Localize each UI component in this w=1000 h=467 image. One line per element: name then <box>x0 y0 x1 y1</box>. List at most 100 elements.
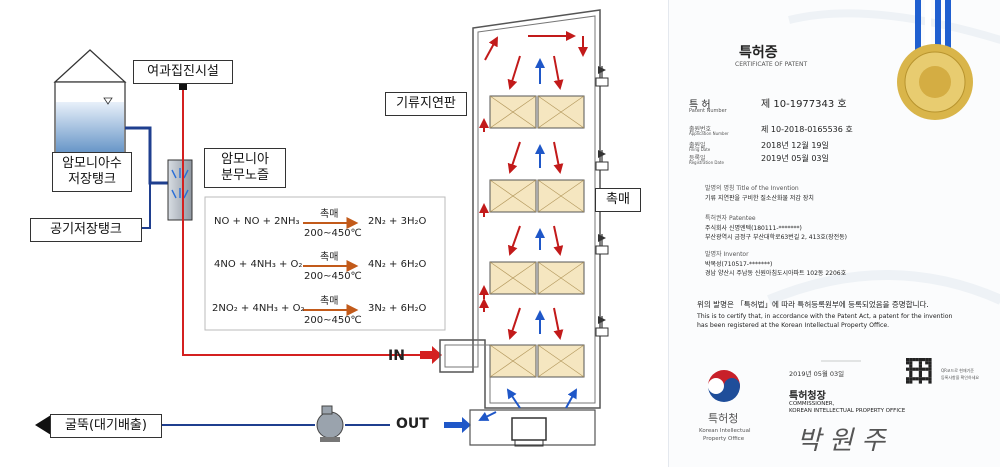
qr-module <box>918 361 922 365</box>
qr-note-1: QR코드로 현재기준 <box>941 368 974 373</box>
flow-arrow-red-1-a <box>507 141 521 174</box>
qr-module <box>909 380 913 384</box>
dust-collector-label: 여과집진시설 <box>133 60 233 84</box>
flow-guide-label: 기류지연판 <box>385 92 467 116</box>
patent-certificate: 특허증 CERTIFICATE OF PATENT 특 허 Patent Num… <box>668 0 1000 467</box>
qr-module <box>928 367 932 371</box>
inventor-name: 박복성(710517-*******) <box>705 261 773 268</box>
valve-flag <box>598 66 606 74</box>
reaction-3-temp: 200~450℃ <box>304 315 362 326</box>
qr-module <box>915 367 919 371</box>
ammonia-nozzle-label: 암모니아 분무노즐 <box>204 148 286 188</box>
qr-module <box>922 367 926 371</box>
qr-module <box>906 358 910 362</box>
valve-1 <box>595 66 609 87</box>
qr-module <box>918 364 922 368</box>
statement-en-2: has been registered at the Korean Intell… <box>697 322 890 329</box>
signature: 박 원 주 <box>797 426 886 456</box>
flow-arrow-red-3-a <box>507 307 521 340</box>
reaction-1-lhs: NO + NO + 2NH₃ <box>214 216 300 227</box>
qr-module <box>928 361 932 365</box>
qr-module <box>925 377 929 381</box>
qr-module <box>912 358 916 362</box>
patent-number: 제 10-1977343 호 <box>761 99 847 110</box>
reaction-1-rhs: 2N₂ + 3H₂O <box>368 216 427 227</box>
qr-module <box>928 374 932 378</box>
qr-module <box>909 361 913 365</box>
flow-arrow-red-2-a <box>507 225 521 256</box>
inventor-address: 경남 양산시 주남동 신원아침도시아파트 102동 2206호 <box>705 270 847 277</box>
qr-module <box>928 364 932 368</box>
qr-module <box>909 377 913 381</box>
catalyst-hatch <box>537 261 585 295</box>
qr-module <box>909 364 913 368</box>
valve-3 <box>595 234 609 255</box>
inventor-label: 발명자 Inventor <box>705 251 749 258</box>
issue-date: 2019년 05월 03일 <box>789 370 845 378</box>
patentee-label: 특허권자 Patentee <box>705 215 756 222</box>
flue-gas-line <box>182 86 420 356</box>
valve-4 <box>595 316 609 337</box>
air-tank-label: 공기저장탱크 <box>30 218 142 242</box>
flow-arrow-bottom-left <box>506 388 521 409</box>
ammonia-tank-label: 암모니아수 저장탱크 <box>52 152 132 192</box>
qr-module <box>922 377 926 381</box>
commissioner-en-2: KOREAN INTELLECTUAL PROPERTY OFFICE <box>789 408 906 414</box>
catalyst-label: 촉매 <box>595 188 641 212</box>
statement-en-1: This is to certify that, in accordance w… <box>697 313 953 320</box>
ammonia-spray-nozzle <box>167 159 193 221</box>
qr-module <box>918 370 922 374</box>
qr-module <box>906 367 910 371</box>
office-name-en-1: Korean Intellectual <box>699 428 751 434</box>
ribbon <box>915 0 951 80</box>
reaction-2-catalyst: 촉매 <box>320 252 339 263</box>
qr-module <box>928 377 932 381</box>
qr-module <box>915 358 919 362</box>
flow-arrow-red-0-b <box>553 55 564 90</box>
flow-arrow-red-1-b <box>553 141 564 174</box>
qr-module <box>928 370 932 374</box>
qr-module <box>925 358 929 362</box>
catalyst-layer-1 <box>489 95 585 129</box>
qr-module <box>925 367 929 371</box>
catalyst-layer-4 <box>489 344 585 378</box>
qr-module <box>909 358 913 362</box>
certificate-title: 특허증 <box>739 45 778 61</box>
qr-module <box>925 361 929 365</box>
valve-flag <box>598 234 606 242</box>
exhaust-fan <box>316 405 344 442</box>
valve-body <box>595 327 609 337</box>
ammonia-pipe <box>125 126 168 185</box>
reaction-3-catalyst: 촉매 <box>320 296 339 307</box>
qr-module <box>928 380 932 384</box>
qr-module <box>918 374 922 378</box>
catalyst-hatch <box>489 344 537 378</box>
office-name: 특허청 <box>708 412 739 425</box>
valve-body <box>595 161 609 171</box>
flow-arrow-red-3-b <box>553 307 564 340</box>
air-pipe <box>140 183 151 229</box>
reaction-box <box>204 196 446 331</box>
commissioner-en-1: COMMISSIONER, <box>789 401 835 407</box>
qr-module <box>909 367 913 371</box>
reaction-1-catalyst: 촉매 <box>320 209 339 220</box>
valve-2 <box>595 150 609 171</box>
patentee-name: 주식회사 신명엔텍(180111-*******) <box>705 225 802 232</box>
qr-module <box>909 370 913 374</box>
catalyst-layer-2 <box>489 179 585 213</box>
qr-module <box>915 377 919 381</box>
commissioner-title: 특허청장 <box>789 391 826 402</box>
patent-label-en: Patent Number <box>689 108 727 114</box>
qr-module <box>912 367 916 371</box>
flow-arrow-top-left <box>484 36 498 61</box>
valve-body <box>595 245 609 255</box>
qr-note-2: 등록사항을 확인하세요 <box>941 375 980 380</box>
reaction-3-lhs: 2NO₂ + 4NH₃ + O₂ <box>212 303 305 314</box>
catalyst-hatch <box>489 179 537 213</box>
qr-module <box>918 358 922 362</box>
qr-code-icon <box>906 358 932 384</box>
inlet-label: IN <box>388 348 405 364</box>
reaction-2-lhs: 4NO + 4NH₃ + O₂ <box>214 259 303 270</box>
inlet-arrow <box>420 346 442 364</box>
catalyst-hatch <box>489 261 537 295</box>
